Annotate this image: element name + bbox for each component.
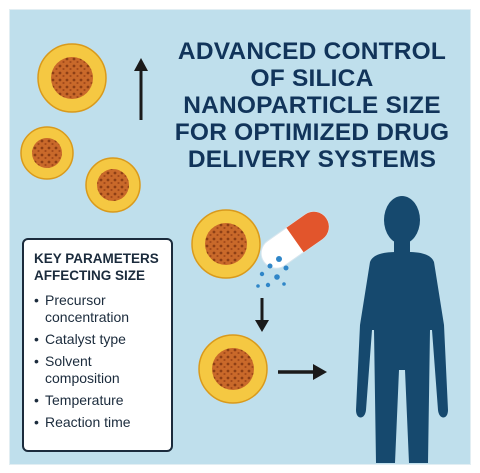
nanoparticle-icon-large	[37, 43, 107, 113]
page-title: ADVANCED CONTROL OF SILICA NANOPARTICLE …	[152, 38, 472, 173]
title-line: OF SILICA	[250, 65, 374, 92]
arrow-down-icon	[255, 298, 269, 332]
key-parameters-heading: KEY PARAMETERS AFFECTING SIZE	[34, 251, 159, 283]
key-parameters-box: KEY PARAMETERS AFFECTING SIZE Precursor …	[22, 238, 173, 452]
nanoparticle-icon-small	[20, 126, 74, 180]
nanoparticle-icon-medium	[85, 157, 141, 213]
nanoparticle-icon-loaded	[191, 209, 261, 279]
capsule-icon	[260, 211, 330, 269]
title-line: NANOPARTICLE SIZE	[183, 92, 441, 119]
human-silhouette-icon	[356, 196, 448, 463]
nanoparticle-icon-delivered	[198, 334, 268, 404]
title-line: DELIVERY SYSTEMS	[187, 146, 437, 173]
list-item: Reaction time	[34, 414, 163, 431]
arrow-up-icon	[134, 58, 148, 120]
list-item: Solvent composition	[34, 353, 163, 387]
title-line: FOR OPTIMIZED DRUG	[174, 119, 450, 146]
list-item: Temperature	[34, 392, 163, 409]
powder-particles	[256, 256, 289, 288]
arrow-right-icon	[278, 364, 327, 380]
list-item: Catalyst type	[34, 331, 163, 348]
parameters-list: Precursor concentration Catalyst type So…	[34, 292, 163, 431]
list-item: Precursor concentration	[34, 292, 163, 326]
title-line: ADVANCED CONTROL	[177, 38, 447, 65]
